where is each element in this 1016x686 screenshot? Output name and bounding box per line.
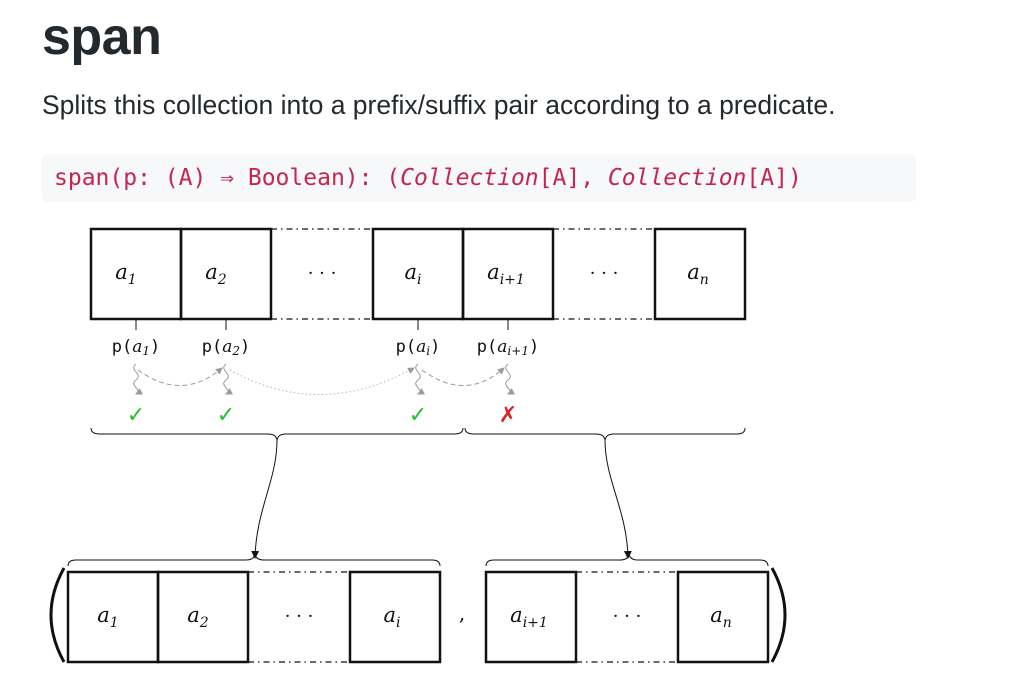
tuple-open-paren — [49, 567, 66, 663]
prefix-label-a2: a2 — [187, 603, 209, 631]
suffix-cell-an — [676, 570, 770, 664]
tuple-separator: , — [459, 601, 465, 625]
predicate-applications: p(a1) p(a2) p(ai) p(ai+1) ✓ ✓ ✓ ✗ — [112, 319, 539, 428]
label-ai1: ai+1 — [487, 260, 525, 288]
signature-prefix: span(p: (A) ⇒ Boolean): ( — [54, 165, 401, 191]
suffix-ellipsis: · · · — [613, 606, 642, 627]
signature-suffix: [A]) — [746, 165, 802, 191]
prefix-ellipsis: · · · — [285, 606, 314, 627]
span-diagram: a1 a2 · · · ai ai+1 · · · an p(a1) p(a2)… — [49, 227, 787, 664]
result-mark-ai: ✓ — [409, 403, 427, 428]
ellipsis-2: · · · — [590, 263, 619, 284]
page-description: Splits this collection into a prefix/suf… — [42, 90, 836, 120]
signature-type-1: Collection — [400, 165, 539, 191]
input-collection: a1 a2 · · · ai ai+1 · · · an — [89, 227, 747, 321]
suffix-label-ai1: ai+1 — [510, 603, 548, 631]
ellipsis-1: · · · — [308, 263, 337, 284]
label-ai: ai — [404, 260, 421, 288]
squiggle-ai — [415, 363, 425, 395]
prefix-cell-ai — [348, 570, 442, 664]
suffix-brace — [464, 427, 746, 441]
label-a1: a1 — [115, 260, 136, 288]
prefix-label-a1: a1 — [97, 603, 118, 631]
result-mark-ai1: ✗ — [499, 403, 517, 428]
pred-ai: p(ai) — [396, 337, 441, 358]
method-signature: span(p: (A) ⇒ Boolean): (Collection[A], … — [42, 154, 916, 202]
order-arc-3 — [421, 367, 505, 386]
result-mark-a2: ✓ — [217, 403, 235, 428]
prefix-label-ai: ai — [383, 603, 400, 631]
tuple-close-paren — [770, 567, 787, 663]
suffix-result-brace — [485, 553, 769, 567]
prefix-brace — [90, 427, 464, 441]
squiggle-a2 — [223, 363, 233, 395]
label-an: an — [687, 260, 709, 288]
suffix-cell-ai1 — [484, 570, 578, 664]
suffix-label-an: an — [710, 603, 732, 631]
signature-mid: [A], — [538, 165, 608, 191]
prefix-cell-a2 — [156, 570, 250, 664]
result-tuple: a1 a2 · · · ai , ai+1 · · · an — [49, 567, 787, 664]
label-a2: a2 — [205, 260, 227, 288]
suffix-arrow — [604, 439, 632, 559]
pred-a2: p(a2) — [202, 337, 251, 358]
pred-a1: p(a1) — [112, 337, 161, 358]
page-title: span — [42, 8, 162, 66]
order-arc-2 — [229, 367, 415, 395]
prefix-result-brace — [67, 553, 441, 567]
signature-type-2: Collection — [607, 165, 747, 191]
pred-ai1: p(ai+1) — [477, 337, 539, 358]
prefix-arrow — [251, 439, 278, 559]
squiggle-a1 — [133, 363, 143, 395]
result-mark-a1: ✓ — [127, 403, 145, 428]
cell-an — [653, 227, 747, 321]
squiggle-ai1 — [505, 363, 515, 395]
order-arc-1 — [137, 367, 223, 386]
